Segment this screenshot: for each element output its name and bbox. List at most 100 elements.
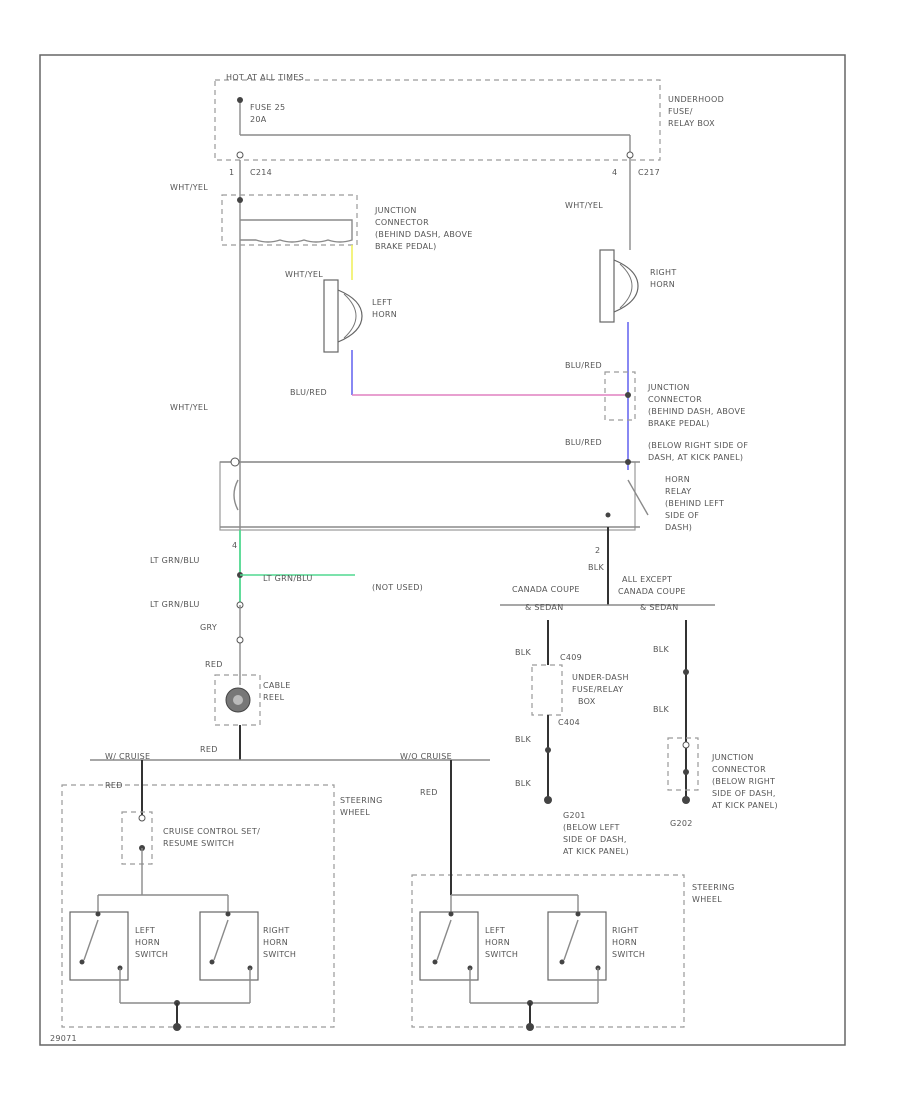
label-rhs2-2: HORN bbox=[612, 938, 637, 947]
label-lhs2-2: HORN bbox=[485, 938, 510, 947]
label-not-used: (NOT USED) bbox=[372, 583, 423, 592]
label-rhs-1: RIGHT bbox=[263, 926, 290, 935]
label-jc1-2: CONNECTOR bbox=[375, 218, 429, 227]
horn-relay-terminal-left bbox=[230, 457, 240, 467]
label-cable-reel-2: REEL bbox=[263, 693, 285, 702]
right-horn-switch-1-node bbox=[225, 911, 231, 917]
left-horn-switch-1-contact bbox=[83, 919, 99, 961]
horn-relay-contact-node bbox=[605, 512, 611, 518]
label-red: RED bbox=[205, 660, 223, 669]
label-uh-dash-3: BOX bbox=[578, 697, 596, 706]
label-w-cruise: W/ CRUISE bbox=[105, 752, 150, 761]
left-horn-switch-2 bbox=[419, 911, 479, 981]
label-wht-yel-3: WHT/YEL bbox=[285, 270, 323, 279]
label-steering-2: WHEEL bbox=[340, 808, 370, 817]
label-relay-4: SIDE OF bbox=[665, 511, 699, 520]
label-steering-4: WHEEL bbox=[692, 895, 722, 904]
left-horn-switch-2-contact bbox=[436, 919, 452, 961]
label-wht-yel-2: WHT/YEL bbox=[565, 201, 603, 210]
label-g201-3: AT KICK PANEL) bbox=[563, 847, 629, 856]
left-horn-switch-2-node bbox=[448, 911, 454, 917]
fuse-node bbox=[237, 97, 243, 103]
label-jc2-4: BRAKE PEDAL) bbox=[648, 419, 710, 428]
label-relay-3: (BEHIND LEFT bbox=[665, 499, 724, 508]
ground-right-steering bbox=[526, 1023, 534, 1031]
junction-connector-1-node bbox=[237, 197, 243, 203]
label-canada-coupe: CANADA COUPE bbox=[512, 585, 580, 594]
label-underhood-1: UNDERHOOD bbox=[668, 95, 724, 104]
right-horn-switch-2-contact bbox=[563, 919, 579, 961]
cable-reel-box bbox=[214, 674, 261, 726]
horn-relay-coil bbox=[233, 479, 239, 511]
label-rhs-2: HORN bbox=[263, 938, 288, 947]
label-pin-2: 2 bbox=[595, 546, 600, 555]
label-underhood-3: RELAY BOX bbox=[668, 119, 715, 128]
underhood-fuse-relay-box bbox=[214, 79, 661, 161]
gry-terminal bbox=[236, 636, 244, 644]
label-steering-3: STEERING bbox=[692, 883, 735, 892]
label-uh-dash-2: FUSE/RELAY bbox=[572, 685, 623, 694]
label-red-left: RED bbox=[105, 781, 123, 790]
label-blk-a: BLK bbox=[515, 648, 532, 657]
right-horn-switch-1-pin-a bbox=[209, 959, 215, 965]
junction-connector-3-terminal bbox=[682, 741, 690, 749]
junction-connector-2 bbox=[604, 371, 636, 421]
right-horn-switch-2-pin-a bbox=[559, 959, 565, 965]
label-jc3-5: AT KICK PANEL) bbox=[712, 801, 778, 810]
label-gry: GRY bbox=[200, 623, 217, 632]
label-underhood-2: FUSE/ bbox=[668, 107, 693, 116]
label-right-horn-1: RIGHT bbox=[650, 268, 677, 277]
steering-wheel-left bbox=[61, 784, 335, 1028]
cruise-control-switch bbox=[121, 811, 153, 865]
label-blu-red-3: BLU/RED bbox=[565, 438, 602, 447]
label-wht-yel-1: WHT/YEL bbox=[170, 183, 208, 192]
label-c404: C404 bbox=[558, 718, 580, 727]
label-wo-cruise: W/O CRUISE bbox=[400, 752, 452, 761]
under-dash-fuse-relay-box bbox=[531, 664, 563, 716]
junction-connector-2-node bbox=[625, 392, 631, 398]
label-relay-5: DASH) bbox=[665, 523, 692, 532]
junction-connector-1-bus bbox=[240, 219, 353, 243]
left-horn-switch-1-node bbox=[95, 911, 101, 917]
label-c214: C214 bbox=[250, 168, 272, 177]
label-lt-grn-blu-2: LT GRN/BLU bbox=[263, 574, 313, 583]
right-horn-switch-2-node bbox=[575, 911, 581, 917]
label-jc2-1: JUNCTION bbox=[647, 383, 690, 392]
label-blk-e: BLK bbox=[653, 705, 670, 714]
label-lt-grn-blu-1: LT GRN/BLU bbox=[150, 556, 200, 565]
label-steering-1: STEERING bbox=[340, 796, 383, 805]
left-horn-icon bbox=[323, 279, 363, 353]
label-c217: C217 bbox=[638, 168, 660, 177]
label-g202: G202 bbox=[670, 819, 693, 828]
label-all-except-1: ALL EXCEPT bbox=[622, 575, 672, 584]
label-jc3-4: SIDE OF DASH, bbox=[712, 789, 776, 798]
label-hot-at-all-times: HOT AT ALL TIMES bbox=[226, 73, 304, 82]
label-blk-b: BLK bbox=[515, 735, 532, 744]
label-fuse-amp: 20A bbox=[250, 115, 267, 124]
steering-wheel-right bbox=[411, 874, 685, 1028]
label-wht-yel-4: WHT/YEL bbox=[170, 403, 208, 412]
label-blk-relay: BLK bbox=[588, 563, 605, 572]
label-lhs2-1: LEFT bbox=[485, 926, 505, 935]
label-rhs2-3: SWITCH bbox=[612, 950, 645, 959]
label-g201-1: (BELOW LEFT bbox=[563, 823, 620, 832]
label-lhs2-3: SWITCH bbox=[485, 950, 518, 959]
label-cable-reel-1: CABLE bbox=[263, 681, 291, 690]
label-jc1-3: (BEHIND DASH, ABOVE bbox=[375, 230, 473, 239]
label-jc1-1: JUNCTION bbox=[374, 206, 417, 215]
label-g201-2: SIDE OF DASH, bbox=[563, 835, 627, 844]
label-blk-c: BLK bbox=[515, 779, 532, 788]
label-lhs-3: SWITCH bbox=[135, 950, 168, 959]
label-g201: G201 bbox=[563, 811, 586, 820]
label-left-horn-2: HORN bbox=[372, 310, 397, 319]
label-pin-4b: 4 bbox=[232, 541, 237, 550]
c404-node bbox=[545, 747, 551, 753]
label-fuse: FUSE 25 bbox=[250, 103, 285, 112]
label-red-mid: RED bbox=[200, 745, 218, 754]
label-sedan-right: & SEDAN bbox=[640, 603, 679, 612]
label-lhs-2: HORN bbox=[135, 938, 160, 947]
c217-terminal bbox=[626, 151, 634, 159]
junction-connector-3 bbox=[667, 737, 699, 791]
cruise-switch-terminal bbox=[138, 814, 146, 822]
label-all-except-2: CANADA COUPE bbox=[618, 587, 686, 596]
